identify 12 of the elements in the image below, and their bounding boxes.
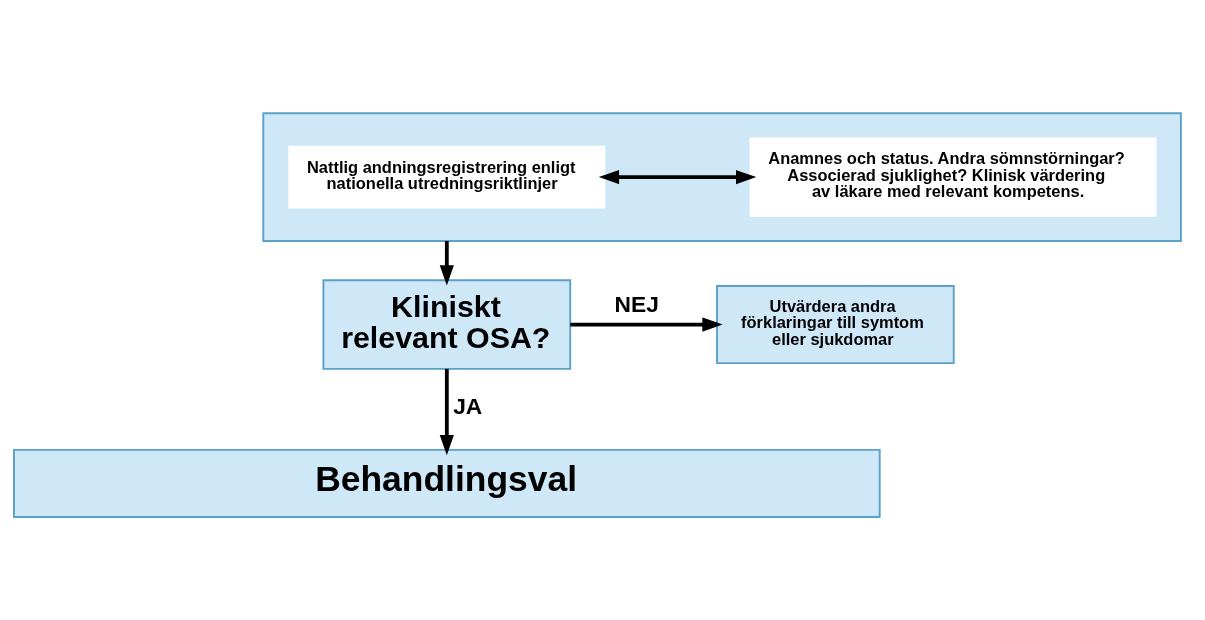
node-box: Kliniskt relevant OSA? [322,279,572,370]
arrow [439,368,454,456]
arrow [439,241,454,286]
node-box: Anamnes och status. Andra sömnstörningar? Associerad sjuklighet? Klinisk värdering av läkare med relevant kompetens. [749,137,1157,217]
edge-label: NEJ [614,291,659,318]
cluster [262,112,1182,242]
arrow [570,317,723,332]
node-box: Behandlingsval [13,448,881,518]
arrow [598,170,757,185]
node-box: Utvärdera andra förklaringar till symtom eller sjukdomar [716,285,955,365]
edge-label: JA [453,392,482,419]
node-box: Nattlig andningsregistrering enligt nationella utredningsriktlinjer [288,145,606,209]
